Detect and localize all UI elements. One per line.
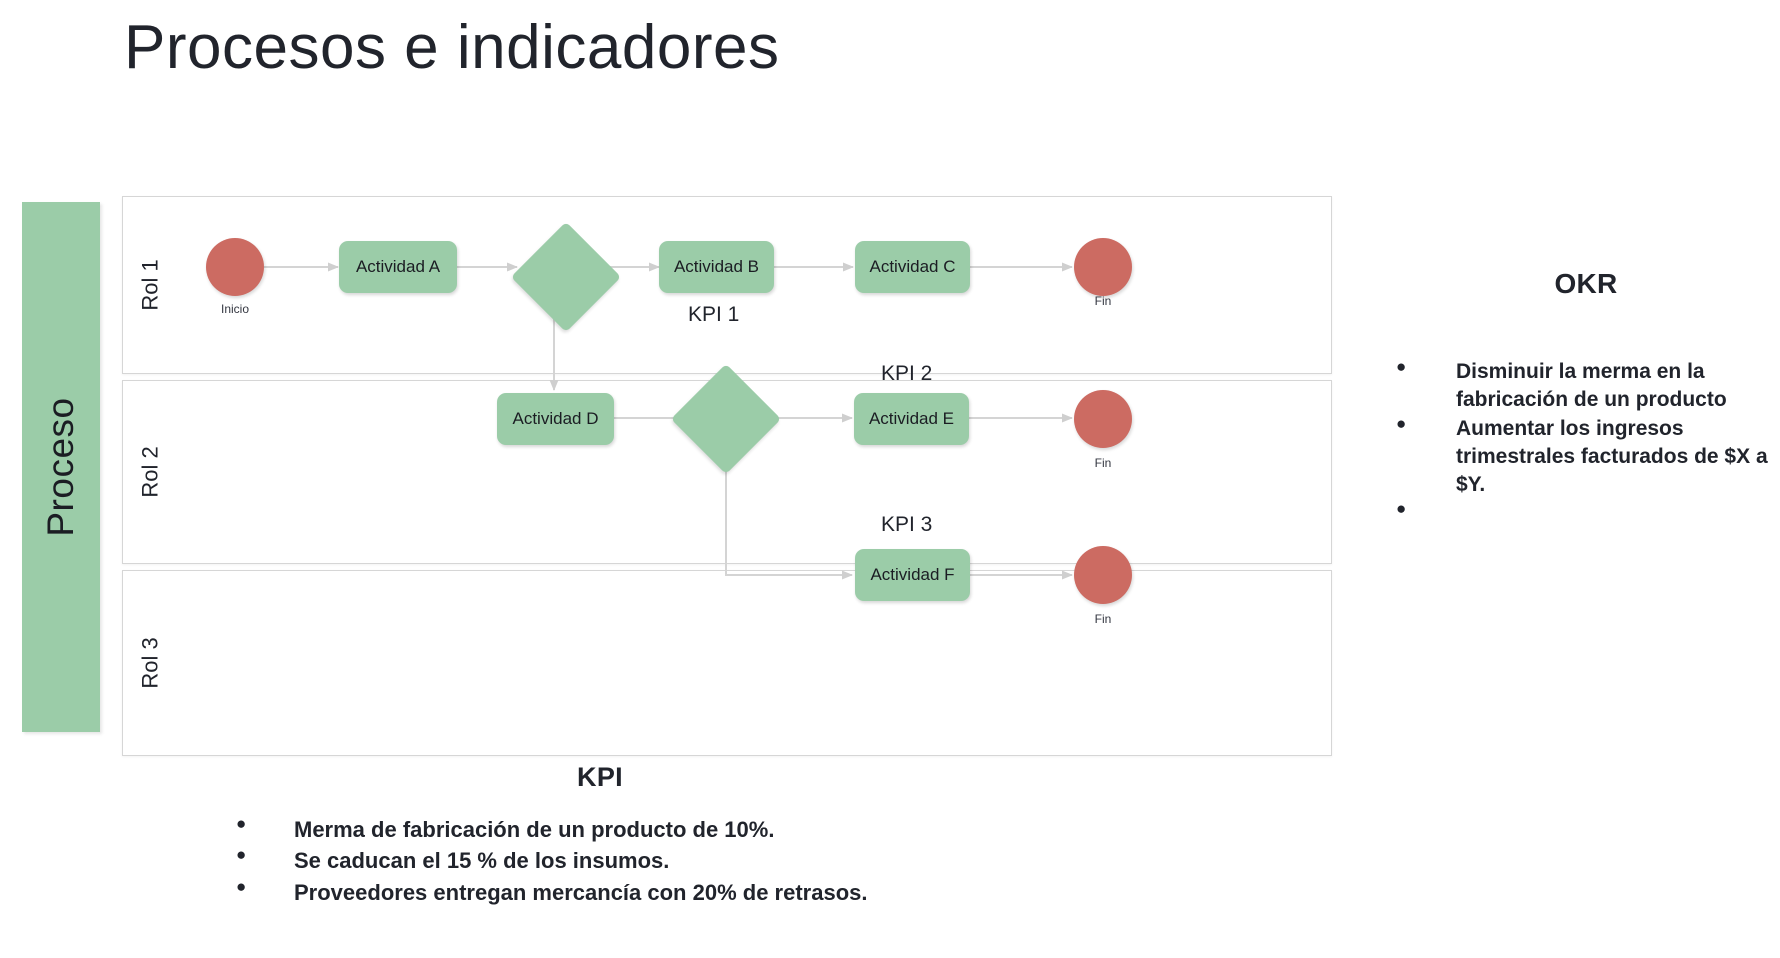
kpi-list-item: Merma de fabricación de un producto de 1… [236, 813, 1050, 844]
okr-list-item: Aumentar los ingresos trimestrales factu… [1396, 413, 1776, 499]
task-actividad-d[interactable]: Actividad D [497, 393, 614, 445]
end-event-3[interactable] [1074, 546, 1132, 604]
kpi-list: Merma de fabricación de un producto de 1… [236, 813, 1050, 907]
end-event-3-caption: Fin [1094, 612, 1112, 626]
kpi-heading: KPI [577, 762, 623, 792]
task-actividad-e[interactable]: Actividad E [854, 393, 969, 445]
task-actividad-c[interactable]: Actividad C [855, 241, 970, 293]
okr-list-item: Disminuir la merma en la fabricación de … [1396, 356, 1776, 414]
kpi-panel: KPI Merma de fabricación de un producto … [150, 762, 1050, 909]
proceso-band: Proceso [22, 202, 100, 732]
task-actividad-b[interactable]: Actividad B [659, 241, 774, 293]
end-event-2[interactable] [1074, 390, 1132, 448]
okr-panel: OKR Disminuir la merma en la fabricación… [1396, 268, 1776, 527]
swimlane-rol-2-label-wrap: Rol 2 [129, 381, 173, 563]
task-actividad-f[interactable]: Actividad F [855, 549, 970, 601]
kpi-marker-3: KPI 3 [881, 513, 933, 536]
okr-list: Disminuir la merma en la fabricación de … [1396, 356, 1776, 526]
okr-list-item [1396, 498, 1776, 526]
swimlane-rol-2-label: Rol 2 [138, 446, 164, 498]
start-event-inicio[interactable] [206, 238, 264, 296]
kpi-list-item: Se caducan el 15 % de los insumos. [236, 844, 1050, 875]
end-event-1-caption: Fin [1094, 294, 1112, 308]
kpi-marker-2: KPI 2 [881, 362, 933, 385]
end-event-2-caption: Fin [1094, 456, 1112, 470]
start-event-caption: Inicio [220, 302, 249, 316]
swimlane-rol-3-label-wrap: Rol 3 [129, 571, 173, 755]
okr-heading: OKR [1554, 268, 1618, 299]
task-actividad-a[interactable]: Actividad A [339, 241, 457, 293]
proceso-band-label: Proceso [40, 397, 81, 537]
kpi-marker-1: KPI 1 [688, 303, 740, 326]
end-event-1[interactable] [1074, 238, 1132, 296]
swimlane-rol-1-label: Rol 1 [138, 259, 164, 311]
page-title: Procesos e indicadores [124, 13, 780, 82]
swimlane-rol-3-label: Rol 3 [138, 637, 164, 689]
swimlane-rol-3: Rol 3 [122, 570, 1332, 756]
swimlane-rol-1-label-wrap: Rol 1 [129, 197, 173, 373]
kpi-list-item: Proveedores entregan mercancía con 20% d… [236, 875, 1050, 907]
